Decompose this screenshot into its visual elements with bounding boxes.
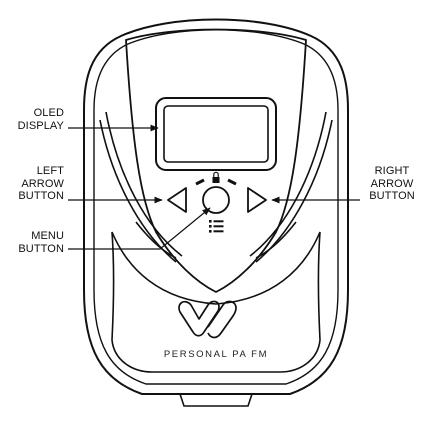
left-arrow-button-label: LEFT ARROW BUTTON [18, 165, 64, 202]
menu-button-label: MENU BUTTON [18, 230, 64, 255]
face-panel [111, 28, 321, 373]
oled-display-label: OLED DISPLAY [17, 107, 64, 132]
callout-lines [68, 124, 360, 250]
brand-logo [178, 300, 237, 339]
control-cluster [167, 178, 267, 214]
right-arrow-button[interactable] [247, 187, 267, 213]
lock-icon [212, 171, 220, 183]
device-body [83, 18, 349, 407]
left-arrow-button[interactable] [167, 187, 187, 213]
menu-callout-line [68, 207, 211, 250]
side-grooves [99, 111, 333, 263]
oled-display [155, 97, 277, 171]
product-name: PERSONAL PA FM [164, 349, 268, 360]
menu-button[interactable] [202, 186, 230, 214]
right-arrow-button-label: RIGHT ARROW BUTTON [369, 165, 415, 202]
menu-list-icon [209, 220, 224, 233]
